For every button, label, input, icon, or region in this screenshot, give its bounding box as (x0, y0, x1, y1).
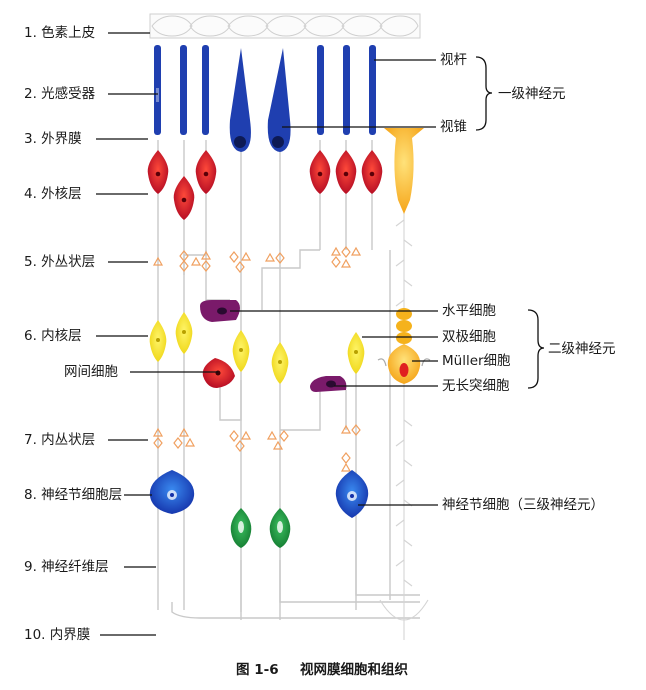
left-label-group: 1. 色素上皮 2. 光感受器 3. 外界膜 4. 外核层 5. 外丛状层 6.… (24, 24, 218, 643)
label-ganglion-cell: 神经节细胞（三级神经元） (442, 497, 604, 513)
label-photoreceptors: 2. 光感受器 (24, 85, 96, 102)
label-cone: 视锥 (440, 119, 467, 135)
label-outer-limiting-membrane: 3. 外界膜 (24, 131, 82, 147)
rod-cell (180, 45, 187, 135)
inner-plexiform-synapses (153, 424, 361, 472)
muller-cell (377, 128, 431, 384)
muller-fibers (379, 200, 429, 640)
label-nerve-fiber-layer: 9. 神经纤维层 (24, 559, 109, 575)
cone-cell (229, 48, 251, 152)
pigment-epithelium (149, 13, 421, 39)
figure-title: 视网膜细胞和组织 (300, 661, 408, 678)
label-muller-cell: Müller细胞 (442, 353, 511, 369)
label-bipolar-cell: 双极细胞 (442, 329, 496, 345)
figure-caption: 图 1-6 视网膜细胞和组织 (236, 661, 408, 678)
amacrine-cell (310, 376, 347, 392)
label-horizontal-cell: 水平细胞 (442, 303, 496, 319)
label-interplexiform-cell: 网间细胞 (64, 364, 118, 380)
outer-nuclear-layer (147, 150, 383, 220)
cone-cell (267, 48, 291, 152)
label-inner-plexiform-layer: 7. 内丛状层 (24, 432, 95, 448)
label-outer-nuclear-layer: 4. 外核层 (24, 186, 82, 202)
axon-lines (157, 140, 420, 620)
label-amacrine-cell: 无长突细胞 (442, 378, 510, 394)
label-inner-nuclear-layer: 6. 内核层 (24, 328, 82, 344)
label-first-order-neuron: 一级神经元 (498, 86, 566, 102)
label-second-order-neuron: 二级神经元 (548, 341, 616, 357)
label-ganglion-cell-layer: 8. 神经节细胞层 (24, 487, 122, 503)
bipolar-cells (149, 312, 365, 384)
ganglion-cells (149, 470, 369, 548)
rod-cell (202, 45, 209, 135)
label-inner-limiting-membrane: 10. 内界膜 (24, 627, 90, 643)
outer-plexiform-synapses (153, 246, 361, 273)
label-rod: 视杆 (440, 52, 467, 68)
figure-number: 图 1-6 (236, 662, 279, 678)
interplexiform-cell (202, 358, 235, 388)
photoreceptor-row (154, 45, 376, 152)
horizontal-cell (200, 300, 240, 322)
label-pigment-epithelium: 1. 色素上皮 (24, 24, 95, 41)
rod-cell (343, 45, 350, 135)
right-label-group: 视杆 视锥 一级神经元 水平细胞 双极细胞 Müller细胞 无长突细胞 二级神… (230, 52, 616, 513)
rod-cell (154, 45, 161, 135)
label-outer-plexiform-layer: 5. 外丛状层 (24, 254, 95, 270)
rod-cell (317, 45, 324, 135)
rod-cell (369, 45, 376, 135)
